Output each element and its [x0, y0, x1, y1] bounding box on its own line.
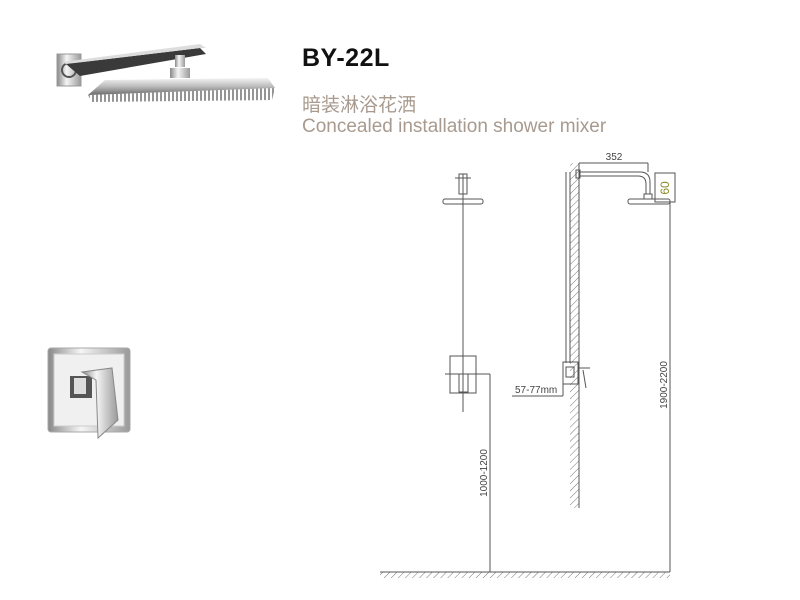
shower-head-photo [56, 44, 275, 102]
floor-line [380, 571, 670, 578]
dim-arm-length: 352 [606, 152, 623, 163]
product-title-en: Concealed installation shower mixer [302, 116, 607, 137]
technical-drawing [380, 162, 676, 578]
dim-mixer-height: 1000-1200 [479, 449, 490, 497]
model-number: BY-22L [302, 44, 390, 72]
side-view [512, 162, 676, 572]
mixer-photo [47, 347, 131, 440]
dim-head-height: 60 [658, 181, 672, 195]
dim-wall-depth: 57-77mm [515, 385, 557, 396]
dim-head-floor-height: 1900-2200 [659, 361, 670, 409]
front-view [442, 173, 491, 572]
product-title-cn: 暗装淋浴花洒 [302, 94, 417, 116]
